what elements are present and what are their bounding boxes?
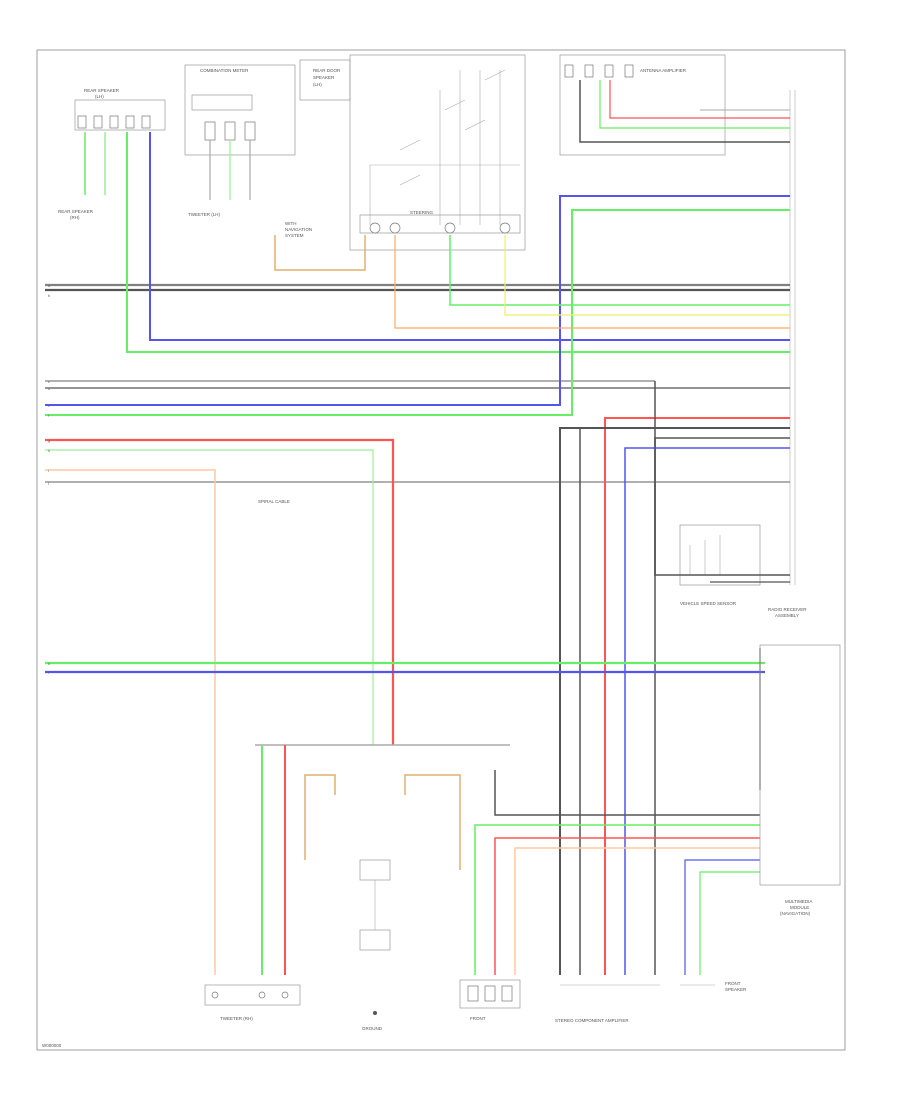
svg-text:b: b <box>48 293 51 298</box>
svg-text:c: c <box>48 379 50 384</box>
tweeter-right-label: TWEETER (RH) <box>220 1016 253 1021</box>
radio-receiver-label-1: RADIO RECEIVER <box>768 607 807 612</box>
combination-meter-label: COMBINATION METER <box>200 68 249 73</box>
wire-black-right <box>559 427 790 975</box>
svg-text:e: e <box>48 403 51 408</box>
wire-pink-mm <box>514 847 760 975</box>
wire-red-mm <box>494 837 760 975</box>
radio-receiver-group: RADIO RECEIVER ASSEMBLY <box>768 90 807 618</box>
telephone-switch-label-1: STEERING <box>410 210 434 215</box>
multimedia-module-label-3: (NAVIGATION) <box>780 911 811 916</box>
wire-gray-speed <box>654 381 790 576</box>
svg-text:i: i <box>48 468 49 473</box>
front-speaker-label-r2: SPEAKER <box>725 987 747 992</box>
wire-pink-mid <box>45 469 216 975</box>
tweeter-left-group: TWEETER (LH) <box>188 212 221 217</box>
rear-speaker-right-label-2: (RH) <box>70 215 80 220</box>
wire-green-down <box>45 209 790 416</box>
multimedia-module-label-2: MODULE <box>790 905 809 910</box>
rear-door-speaker-label-2: SPEAKER <box>313 75 335 80</box>
svg-text:d: d <box>48 386 50 391</box>
wire-gray-right <box>654 437 790 975</box>
wire-red-mid <box>45 438 395 745</box>
rear-speaker-right-label-1: REAR SPEAKER <box>58 209 94 214</box>
svg-text:l: l <box>48 670 49 675</box>
wire-red-ant <box>609 80 790 119</box>
wire-black-ant <box>579 80 790 143</box>
svg-text:j: j <box>47 480 49 485</box>
wire-black-mm <box>494 770 760 816</box>
vehicle-speed-group: VEHICLE SPEED SENSOR <box>679 524 761 606</box>
wire-tan-lower2 <box>404 774 461 870</box>
svg-text:f: f <box>48 413 50 418</box>
ground-group: GROUND <box>359 859 391 1031</box>
connector-note: WITH NAVIGATION SYSTEM <box>285 221 312 238</box>
wire-lightgreen-mid <box>45 449 374 745</box>
wire-green-switch <box>449 235 790 306</box>
rear-speaker-left-group: REAR SPEAKER (LH) <box>74 88 166 131</box>
combination-meter-group: COMBINATION METER <box>184 64 296 156</box>
ground-label: GROUND <box>362 1026 383 1031</box>
svg-text:k: k <box>48 661 50 666</box>
radio-receiver-label-2: ASSEMBLY <box>775 613 799 618</box>
multimedia-module-group: MULTIMEDIA MODULE (NAVIGATION) <box>759 644 841 916</box>
connector-note-3: SYSTEM <box>285 233 304 238</box>
wire-bus-upper <box>45 283 790 483</box>
rear-door-speaker-label-3: (LH) <box>313 82 322 87</box>
front-speaker-label-r1: FRONT <box>725 981 741 986</box>
stereo-amplifier-label: STEREO COMPONENT AMPLIFIER <box>555 1018 629 1023</box>
antenna-amplifier-group: ANTENNA AMPLIFIER <box>559 54 726 156</box>
bottom-connector-center: FRONT <box>459 979 521 1021</box>
wire-green-mm2 <box>699 871 760 975</box>
wire-tan-lower <box>304 774 336 860</box>
connector-note-1: WITH <box>285 221 297 226</box>
rear-door-speaker-group: REAR DOOR SPEAKER (LH) <box>299 59 351 101</box>
bottom-connector-speaker: FRONT SPEAKER <box>680 981 747 992</box>
bottom-connector-left: TWEETER (RH) <box>204 984 301 1021</box>
antenna-amplifier-label: ANTENNA AMPLIFIER <box>640 68 687 73</box>
tweeter-left-label: TWEETER (LH) <box>188 212 221 217</box>
wire-yellow-switch <box>504 235 790 316</box>
rear-speaker-right-group: REAR SPEAKER (RH) <box>58 209 94 220</box>
front-speaker-label-1: FRONT <box>470 1016 486 1021</box>
wire-orange-switch <box>394 235 790 329</box>
wire-blue-main <box>149 132 790 341</box>
svg-text:a: a <box>48 283 51 288</box>
spiral-cable-label: SPIRAL CABLE <box>258 499 290 504</box>
wire-blue-down <box>45 195 790 406</box>
diagram-frame <box>36 49 846 1051</box>
wire-red-right <box>604 417 790 975</box>
wire-green-mm <box>474 824 760 975</box>
bottom-connector-amp: STEREO COMPONENT AMPLIFIER <box>555 984 660 1023</box>
connector-note-2: NAVIGATION <box>285 227 312 232</box>
footer-code: W000000 <box>42 1043 62 1048</box>
wire-green-ant <box>599 80 790 129</box>
wire-blue-mm <box>684 859 760 975</box>
rear-speaker-left-label-1: REAR SPEAKER <box>84 88 120 93</box>
svg-text:g: g <box>48 438 50 443</box>
multimedia-module-label-1: MULTIMEDIA <box>785 899 812 904</box>
vehicle-speed-label: VEHICLE SPEED SENSOR <box>680 601 737 606</box>
switch-assembly: STEERING <box>349 54 526 251</box>
rear-speaker-left-label-2: (LH) <box>95 94 104 99</box>
wire-tan-switch <box>274 235 366 271</box>
left-terminal-ticks: a b c d e f g h i j k l <box>47 283 51 675</box>
rear-door-speaker-label-1: REAR DOOR <box>313 68 341 73</box>
wire-blue-right <box>624 447 790 975</box>
wire-green-main <box>126 132 790 353</box>
svg-text:h: h <box>48 448 50 453</box>
